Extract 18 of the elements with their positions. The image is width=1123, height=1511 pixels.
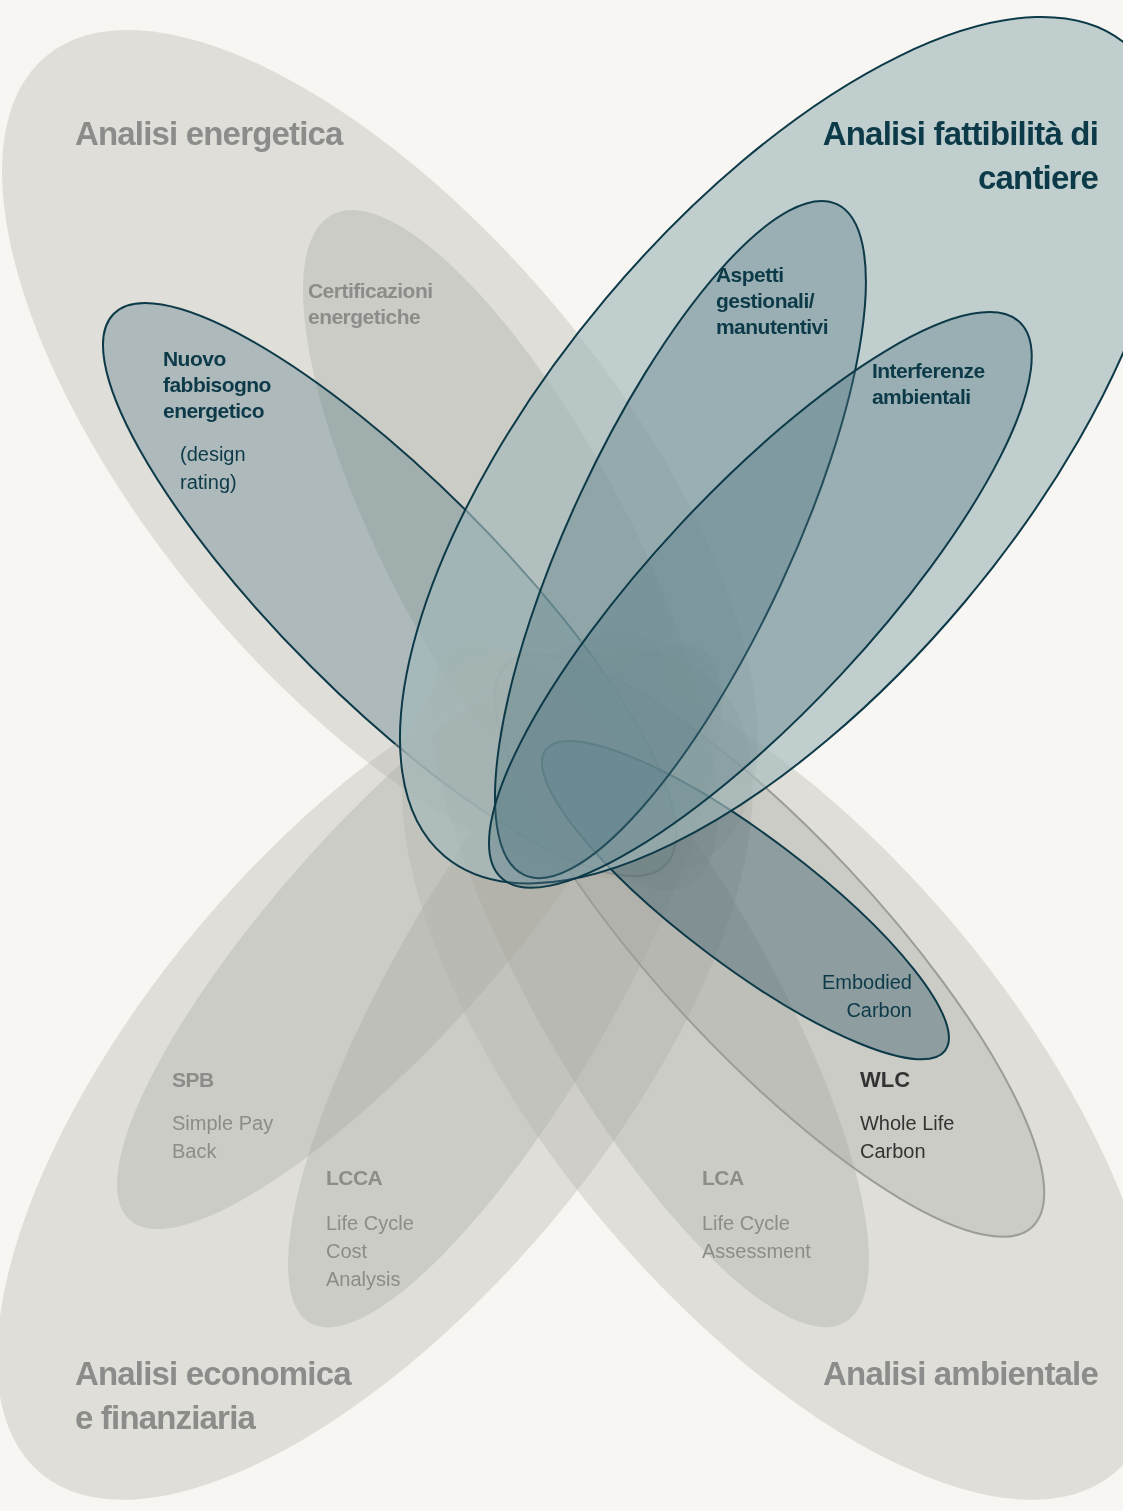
ellipse-label: Aspetti gestionali/ manutentivi [715, 261, 830, 340]
ellipse-label: Interferenze ambientali [871, 358, 986, 410]
ellipse-label: WLC [860, 1066, 912, 1093]
ellipse-description: Life Cycle Cost Analysis [326, 1211, 415, 1292]
ellipse-description: Whole Life Carbon [860, 1110, 956, 1164]
ellipse-label: SPB [172, 1067, 215, 1093]
ellipse-label: Certificazioni energetiche [308, 277, 434, 330]
ellipse-label: LCA [702, 1165, 745, 1191]
category-heading: Analisi economica e finanziaria [75, 1354, 353, 1438]
ellipse-label: Nuovo fabbisogno energetico [163, 345, 272, 424]
ellipse-description: Life Cycle Assessment [702, 1211, 812, 1264]
ellipse-label: LCCA [326, 1165, 384, 1191]
category-heading: Analisi fattibilità di cantiere [821, 114, 1098, 198]
category-heading: Analisi ambientale [822, 1354, 1098, 1394]
category-heading: Analisi energetica [75, 114, 345, 154]
ellipse-description: Simple Pay Back [172, 1111, 275, 1164]
ellipse-note: (design rating) [180, 441, 247, 495]
ellipse-label: Embodied Carbon [820, 969, 912, 1023]
